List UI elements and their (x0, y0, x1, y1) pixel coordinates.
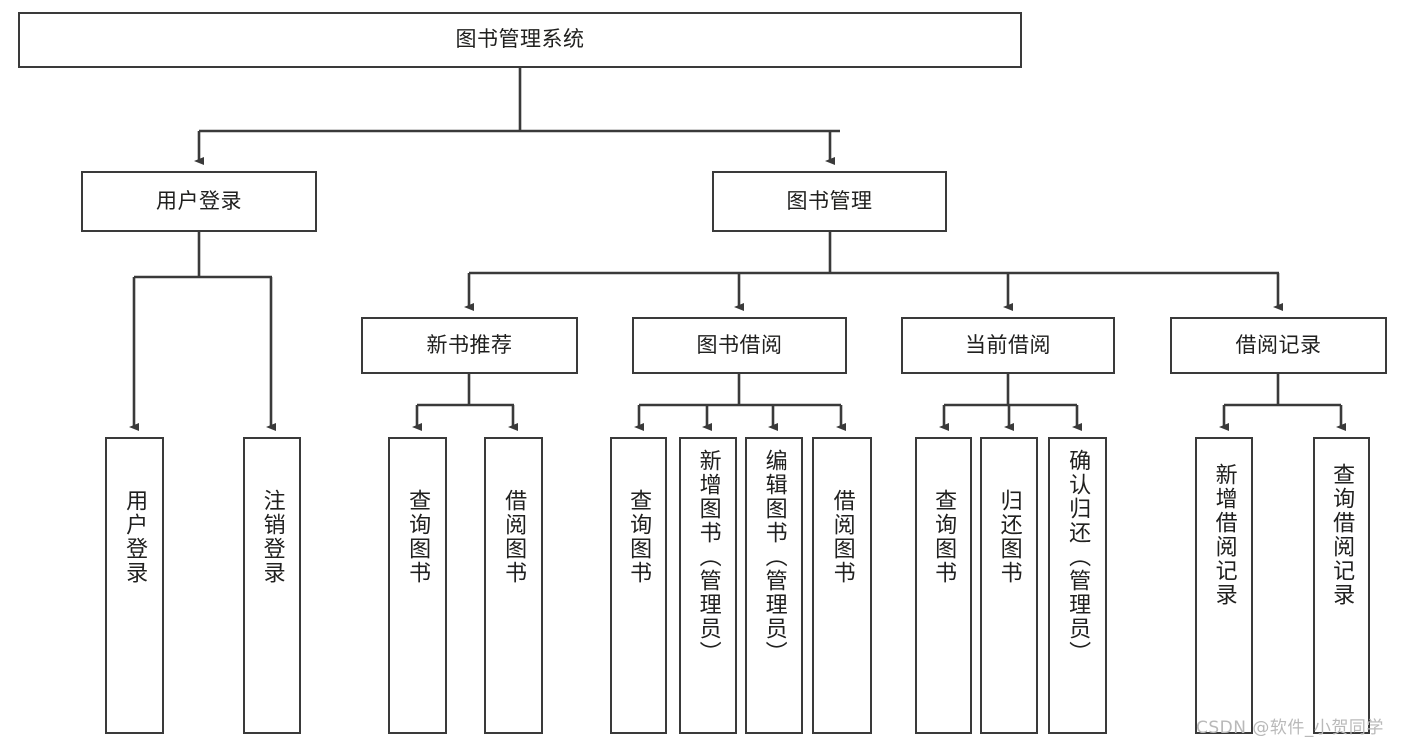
leaf-label: 新增借阅记录 (1211, 463, 1237, 607)
node-leaf-user-login[interactable]: 用户登录 (105, 437, 164, 734)
leaf-label: 查询图书 (405, 489, 431, 585)
node-current-borrow[interactable]: 当前借阅 (901, 317, 1115, 374)
node-leaf-borrow-book-1[interactable]: 借阅图书 (484, 437, 543, 734)
node-leaf-user-logout[interactable]: 注销登录 (243, 437, 301, 734)
node-leaf-add-record[interactable]: 新增借阅记录 (1195, 437, 1253, 734)
node-leaf-query-book-2[interactable]: 查询图书 (610, 437, 667, 734)
leaf-label: 借阅图书 (829, 489, 855, 585)
node-leaf-edit-book[interactable]: 编辑图书（管理员） (745, 437, 803, 734)
node-root-book-management-system[interactable]: 图书管理系统 (18, 12, 1022, 68)
leaf-label: 借阅图书 (501, 489, 527, 585)
node-leaf-query-record[interactable]: 查询借阅记录 (1313, 437, 1370, 734)
watermark-text: CSDN @软件_小贺同学 (1196, 718, 1384, 738)
leaf-label: 新增图书（管理员） (695, 449, 721, 665)
leaf-label: 注销登录 (259, 489, 285, 585)
leaf-label: 查询图书 (931, 489, 957, 585)
leaf-label: 确认归还（管理员） (1065, 449, 1091, 665)
leaf-label: 用户登录 (122, 489, 148, 585)
node-leaf-return-book[interactable]: 归还图书 (980, 437, 1038, 734)
node-borrow-record[interactable]: 借阅记录 (1170, 317, 1387, 374)
node-leaf-query-book-1[interactable]: 查询图书 (388, 437, 447, 734)
node-leaf-query-book-3[interactable]: 查询图书 (915, 437, 972, 734)
leaf-label: 查询借阅记录 (1329, 463, 1355, 607)
node-leaf-add-book[interactable]: 新增图书（管理员） (679, 437, 737, 734)
node-book-management[interactable]: 图书管理 (712, 171, 947, 232)
leaf-label: 归还图书 (996, 489, 1022, 585)
leaf-label: 编辑图书（管理员） (761, 449, 787, 665)
node-leaf-borrow-book-2[interactable]: 借阅图书 (812, 437, 872, 734)
leaf-label: 查询图书 (626, 489, 652, 585)
node-leaf-confirm-return[interactable]: 确认归还（管理员） (1048, 437, 1107, 734)
node-user-login[interactable]: 用户登录 (81, 171, 317, 232)
node-new-book-recommend[interactable]: 新书推荐 (361, 317, 578, 374)
node-book-borrow[interactable]: 图书借阅 (632, 317, 847, 374)
